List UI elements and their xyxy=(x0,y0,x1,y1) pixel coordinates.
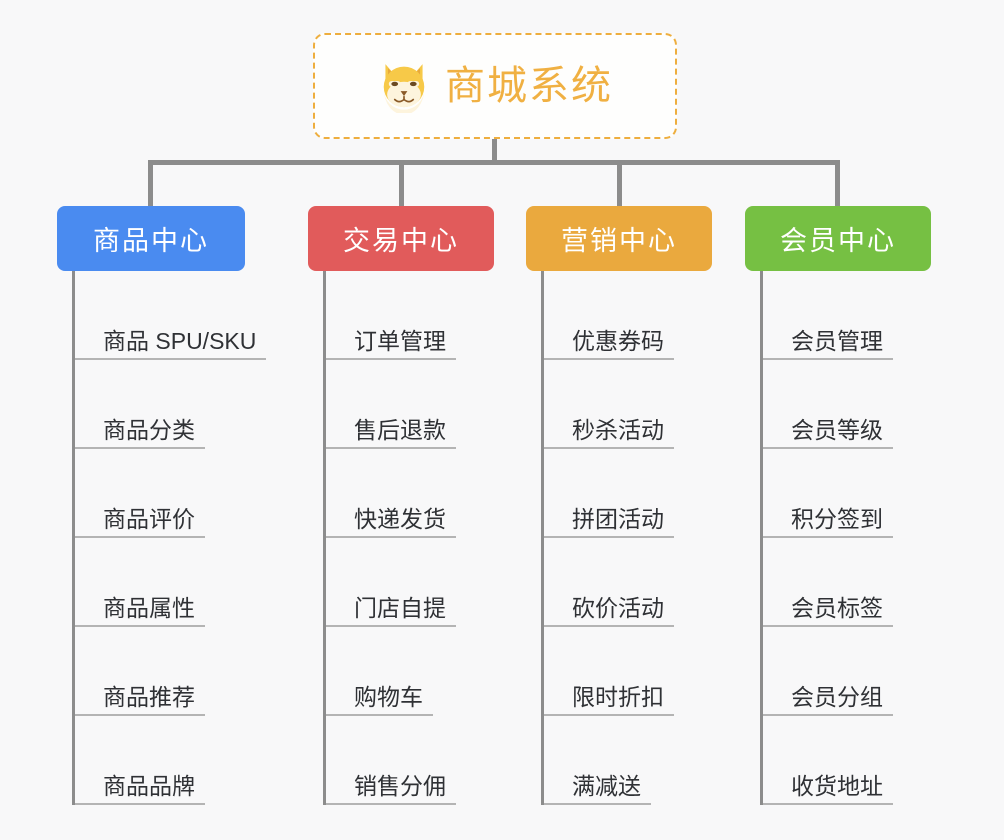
leaf-item[interactable]: 优惠券码 xyxy=(544,271,712,360)
leaf-item[interactable]: 快递发货 xyxy=(326,449,494,538)
leaf-label: 销售分佣 xyxy=(326,773,456,805)
leaf-item[interactable]: 会员管理 xyxy=(763,271,931,360)
column-product-center: 商品中心 商品 SPU/SKU 商品分类 商品评价 商品属性 商品推荐 商品品牌 xyxy=(57,206,267,805)
category-header-product-center[interactable]: 商品中心 xyxy=(57,206,245,271)
leaf-item[interactable]: 销售分佣 xyxy=(326,716,494,805)
leaf-item[interactable]: 订单管理 xyxy=(326,271,494,360)
leaf-label: 砍价活动 xyxy=(544,595,674,627)
column-trade-center: 交易中心 订单管理 售后退款 快递发货 门店自提 购物车 销售分佣 xyxy=(308,206,494,805)
connector-root-stem xyxy=(492,139,497,164)
leaf-item[interactable]: 商品 SPU/SKU xyxy=(75,271,267,360)
leaf-item[interactable]: 限时折扣 xyxy=(544,627,712,716)
leaf-item[interactable]: 会员等级 xyxy=(763,360,931,449)
leaf-item[interactable]: 门店自提 xyxy=(326,538,494,627)
category-header-marketing-center[interactable]: 营销中心 xyxy=(526,206,712,271)
leaf-label: 积分签到 xyxy=(763,506,893,538)
leaf-label: 商品属性 xyxy=(75,595,205,627)
category-title: 会员中心 xyxy=(780,226,896,256)
leaf-item[interactable]: 收货地址 xyxy=(763,716,931,805)
leaf-label: 商品 SPU/SKU xyxy=(75,328,267,360)
leaf-item[interactable]: 砍价活动 xyxy=(544,538,712,627)
leaf-item[interactable]: 会员标签 xyxy=(763,538,931,627)
connector-drop-3 xyxy=(617,160,622,208)
category-title: 商品中心 xyxy=(93,226,209,256)
connector-drop-4 xyxy=(835,160,840,208)
leaf-item[interactable]: 商品品牌 xyxy=(75,716,245,805)
leaf-item[interactable]: 购物车 xyxy=(326,627,494,716)
leaf-item[interactable]: 拼团活动 xyxy=(544,449,712,538)
leaf-label: 会员等级 xyxy=(763,417,893,449)
leaf-label: 购物车 xyxy=(326,684,433,716)
leaf-label: 快递发货 xyxy=(326,506,456,538)
shiba-dog-face-icon xyxy=(383,64,425,113)
leaf-label: 优惠券码 xyxy=(544,328,674,360)
leaf-label: 商品分类 xyxy=(75,417,205,449)
leaf-list-marketing-center: 优惠券码 秒杀活动 拼团活动 砍价活动 限时折扣 满减送 xyxy=(541,271,712,805)
leaf-label: 满减送 xyxy=(544,773,651,805)
leaf-label: 门店自提 xyxy=(326,595,456,627)
leaf-list-member-center: 会员管理 会员等级 积分签到 会员标签 会员分组 收货地址 xyxy=(760,271,931,805)
leaf-item[interactable]: 会员分组 xyxy=(763,627,931,716)
leaf-label: 收货地址 xyxy=(763,773,893,805)
leaf-label: 商品推荐 xyxy=(75,684,205,716)
leaf-item[interactable]: 商品属性 xyxy=(75,538,245,627)
leaf-label: 会员标签 xyxy=(763,595,893,627)
leaf-label: 限时折扣 xyxy=(544,684,674,716)
leaf-item[interactable]: 满减送 xyxy=(544,716,712,805)
leaf-item[interactable]: 售后退款 xyxy=(326,360,494,449)
leaf-list-product-center: 商品 SPU/SKU 商品分类 商品评价 商品属性 商品推荐 商品品牌 xyxy=(72,271,267,805)
leaf-item[interactable]: 商品评价 xyxy=(75,449,245,538)
leaf-item[interactable]: 积分签到 xyxy=(763,449,931,538)
category-title: 交易中心 xyxy=(343,226,459,256)
column-member-center: 会员中心 会员管理 会员等级 积分签到 会员标签 会员分组 收货地址 xyxy=(745,206,931,805)
category-header-member-center[interactable]: 会员中心 xyxy=(745,206,931,271)
leaf-item[interactable]: 商品推荐 xyxy=(75,627,245,716)
category-header-trade-center[interactable]: 交易中心 xyxy=(308,206,494,271)
column-marketing-center: 营销中心 优惠券码 秒杀活动 拼团活动 砍价活动 限时折扣 满减送 xyxy=(526,206,712,805)
connector-horizontal-bus xyxy=(148,160,840,165)
leaf-label: 秒杀活动 xyxy=(544,417,674,449)
connector-drop-1 xyxy=(148,160,153,208)
root-node-mall-system[interactable]: 商城系统 xyxy=(313,33,677,139)
leaf-label: 售后退款 xyxy=(326,417,456,449)
leaf-label: 会员分组 xyxy=(763,684,893,716)
leaf-label: 商品评价 xyxy=(75,506,205,538)
root-title: 商城系统 xyxy=(445,64,613,108)
leaf-item[interactable]: 秒杀活动 xyxy=(544,360,712,449)
leaf-item[interactable]: 商品分类 xyxy=(75,360,245,449)
leaf-label: 会员管理 xyxy=(763,328,893,360)
leaf-label: 订单管理 xyxy=(326,328,456,360)
leaf-label: 拼团活动 xyxy=(544,506,674,538)
connector-drop-2 xyxy=(399,160,404,208)
leaf-label: 商品品牌 xyxy=(75,773,205,805)
leaf-list-trade-center: 订单管理 售后退款 快递发货 门店自提 购物车 销售分佣 xyxy=(323,271,494,805)
category-title: 营销中心 xyxy=(561,226,677,256)
